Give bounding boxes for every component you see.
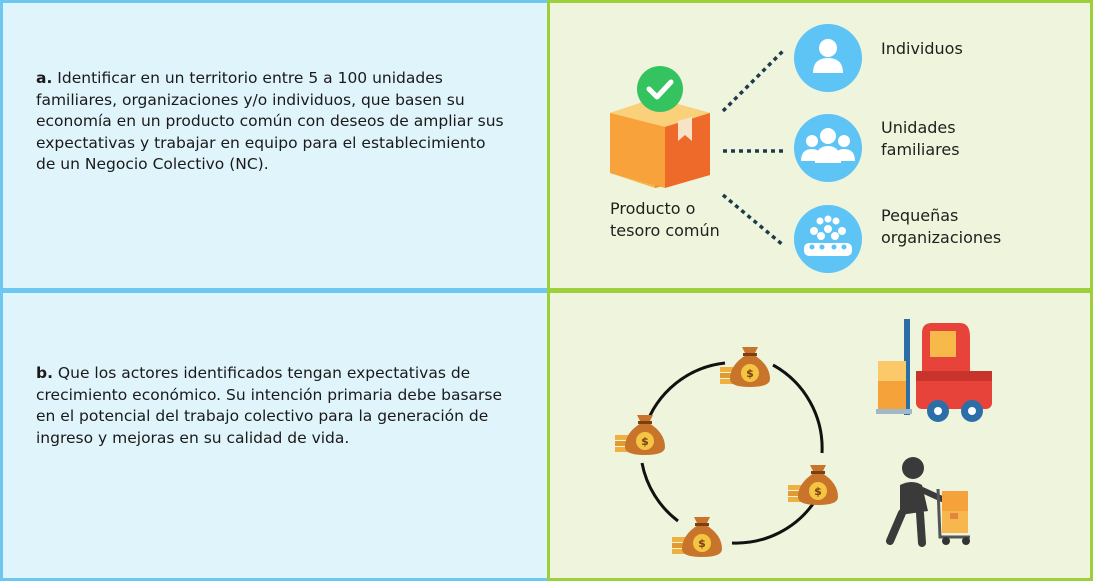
panel-b-body: Que los actores identificados tengan exp… [36,364,503,447]
panel-a-diagram: Producto o tesoro común Individuos Unida… [547,0,1093,291]
money-bag-icon: $ [615,415,665,455]
actor-label-individuos: Individuos [881,38,963,60]
product-actors-diagram [610,24,862,273]
svg-text:$: $ [641,435,649,448]
money-bag-icon: $ [672,517,722,557]
organization-icon [794,205,862,273]
panel-b-paragraph: b. Que los actores identificados tengan … [36,363,506,449]
actor-label-organizaciones: Pequeñas organizaciones [881,205,1001,249]
product-label-line1: Producto o [610,199,696,218]
panel-a-paragraph: a. Identificar en un territorio entre 5 … [36,68,506,176]
money-bag-icon: $ [788,465,838,505]
forklift-icon [876,319,992,422]
svg-text:$: $ [814,485,822,498]
panel-a-text: a. Identificar en un territorio entre 5 … [0,0,548,291]
actor-label-line2: organizaciones [881,228,1002,247]
actor-label-line1: Pequeñas [881,206,959,225]
connector-organizaciones [721,193,785,247]
svg-text:$: $ [698,537,706,550]
actor-label-familias: Unidades familiares [881,117,960,161]
panel-b-letter: b. [36,364,53,382]
family-icon [794,114,862,182]
check-icon [637,66,683,112]
panel-a-body: Identificar en un territorio entre 5 a 1… [36,69,504,173]
connector-individuos [721,49,785,113]
product-label: Producto o tesoro común [610,198,720,242]
growth-cycle-diagram: $ $ $ $ [615,319,992,557]
panel-a-letter: a. [36,69,53,87]
panel-b-text: b. Que los actores identificados tengan … [0,290,548,581]
money-bag-icon: $ [720,347,770,387]
cycle-arrows [640,361,824,545]
actor-label-line2: familiares [881,140,960,159]
product-box-icon [610,98,710,188]
actor-label-line1: Unidades [881,118,956,137]
person-icon [794,24,862,92]
svg-text:$: $ [746,367,754,380]
worker-cart-icon [886,457,970,547]
product-label-line2: tesoro común [610,221,720,240]
actor-label-line1: Individuos [881,39,963,58]
panel-b-diagram: $ $ $ $ [547,290,1093,581]
